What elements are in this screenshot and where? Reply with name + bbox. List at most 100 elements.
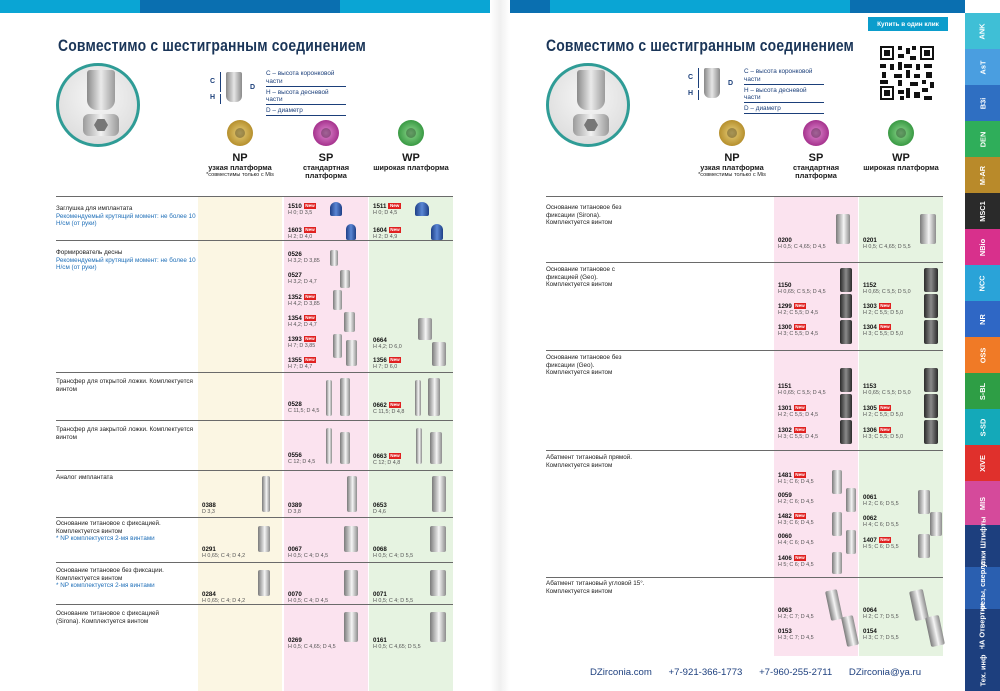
transfer-image (428, 378, 440, 416)
phone-1[interactable]: +7-921-366-1773 (668, 667, 743, 678)
platform-code: WP (402, 152, 420, 164)
side-tab-s-sd[interactable]: S-SD (965, 409, 1000, 445)
phone-2[interactable]: +7-960-255-2711 (759, 667, 833, 678)
side-tab-xive[interactable]: XIVE (965, 445, 1000, 481)
buy-one-click-button[interactable]: Купить в один клик (868, 17, 948, 31)
cover-screw-image (415, 202, 429, 216)
side-tab-b3i[interactable]: B3i (965, 85, 1000, 121)
side-tab-nr[interactable]: NR (965, 301, 1000, 337)
side-tab-tools[interactable]: ИНА Отвертки (965, 603, 1000, 655)
side-tab-msc1[interactable]: MSC1 (965, 193, 1000, 229)
side-tab-ast[interactable]: AsT (965, 49, 1000, 85)
diagram-c-label: C (688, 74, 694, 81)
side-tab-ank[interactable]: ANK (965, 13, 1000, 49)
side-tab-den[interactable]: DEN (965, 121, 1000, 157)
row-divider (56, 604, 453, 605)
tibase-image (430, 612, 446, 642)
healing-abutment-image (432, 342, 446, 366)
platform-code: NP (232, 152, 248, 164)
dimension-diagram: C H D (682, 62, 742, 112)
side-tab-ncc[interactable]: NCC (965, 265, 1000, 301)
qr-code-icon[interactable] (878, 44, 936, 102)
side-tab-nbio[interactable]: NBio (965, 229, 1000, 265)
side-tab-oss[interactable]: OSS (965, 337, 1000, 373)
side-tab-mis[interactable]: MIS (965, 481, 1000, 525)
transfer-image (415, 380, 421, 416)
platform-wp: WP широкая платформа (859, 120, 943, 172)
row-label-tibase-sirona-nonfixed: Основание титановое без фиксации (Sirona… (546, 204, 622, 227)
page-title-left: Совместимо с шестигранным соединением (58, 36, 367, 55)
legend-c: C – высота коронковой части (744, 68, 824, 85)
diagram-h-label: H (210, 94, 216, 101)
straight-abutment-image (930, 512, 942, 536)
website-link[interactable]: DZirconia.com (590, 667, 652, 678)
platform-wp: WP широкая платформа (369, 120, 453, 172)
row-divider (546, 262, 943, 263)
analog-image (262, 476, 270, 512)
side-tab-tech-info[interactable]: Тех. инф (965, 649, 1000, 691)
transfer-image (340, 432, 350, 464)
side-tab-sleeves-pins[interactable]: Втулки Штифты (965, 516, 1000, 576)
side-tab-m-ar[interactable]: M-AR (965, 157, 1000, 193)
diagram-d-label: D (250, 84, 256, 91)
side-tab-drills[interactable]: Фрезы, сверла (965, 561, 1000, 615)
email-link[interactable]: DZirconia@ya.ru (848, 667, 922, 678)
tibase-image (344, 570, 358, 596)
platform-sp: SP стандартная платформа (284, 120, 368, 181)
side-tab-s-bl[interactable]: S-BL (965, 373, 1000, 409)
